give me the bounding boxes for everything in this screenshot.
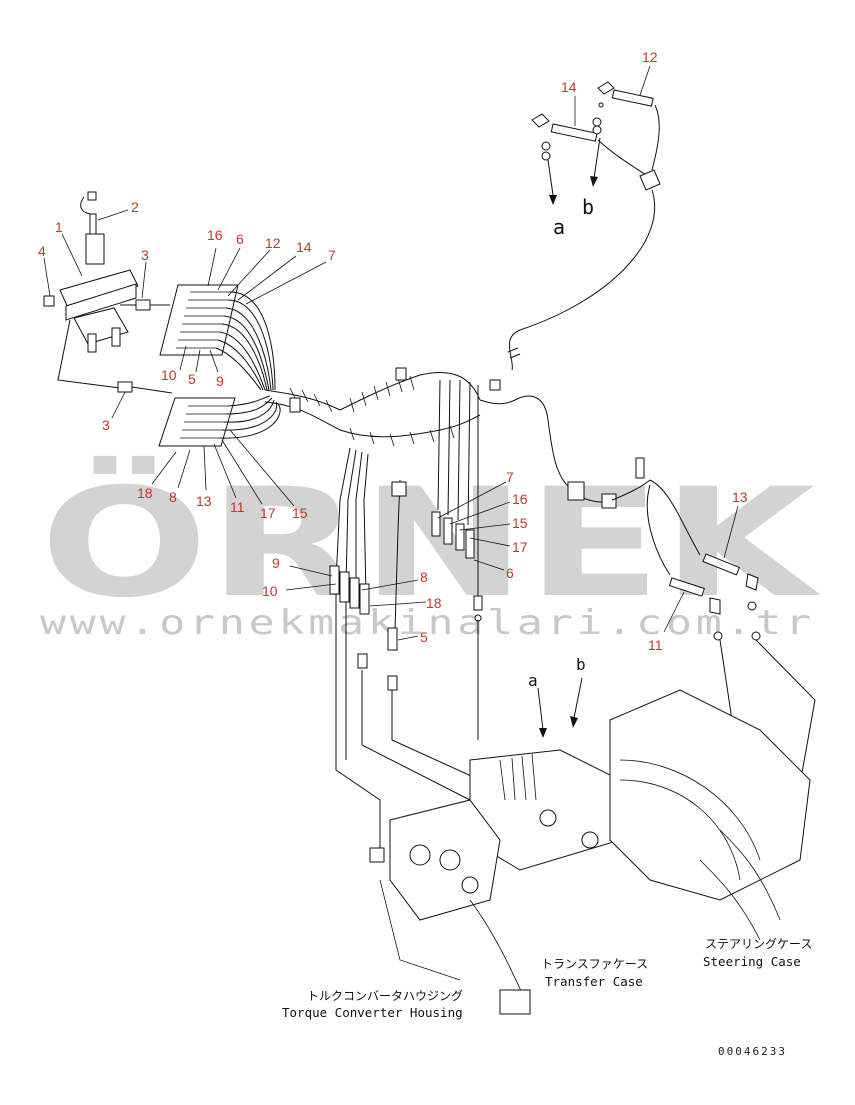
callout-7-upper: 7 [328, 247, 336, 263]
torque-converter-label-jp: トルクコンバータハウジング [307, 989, 463, 1003]
callout-17-mid: 17 [512, 539, 528, 555]
callout-14-upper: 14 [296, 239, 312, 255]
ref-b-bottom: b [576, 655, 586, 674]
callout-16-upper: 16 [207, 227, 223, 243]
callout-10-upper: 10 [161, 367, 177, 383]
callout-12-top: 12 [642, 49, 658, 65]
callout-4: 4 [38, 243, 46, 259]
ref-a-top: a [553, 215, 565, 239]
callout-6-upper: 6 [236, 231, 244, 247]
callout-13-right: 13 [732, 489, 748, 505]
callout-15-lower: 15 [292, 505, 308, 521]
ref-b-top: b [582, 195, 594, 219]
callout-11-lower: 11 [230, 499, 245, 515]
main-harness [264, 367, 571, 631]
callout-3-upper: 3 [141, 247, 149, 263]
callout-13-lower: 13 [196, 493, 212, 509]
reference-letters: a b a b [528, 195, 594, 690]
callout-12-upper: 12 [265, 235, 281, 251]
steering-case-label-en: Steering Case [703, 954, 801, 969]
callout-9-left: 9 [272, 555, 280, 571]
callout-14-top: 14 [561, 79, 577, 95]
lower-junction-plate [158, 395, 281, 447]
callout-17-lower: 17 [260, 505, 276, 521]
callout-8-lower: 8 [169, 489, 177, 505]
callout-8-left: 8 [420, 569, 428, 585]
callouts: 12 14 2 1 4 3 3 16 6 12 14 7 10 5 9 18 8… [38, 49, 748, 653]
watermark-url: www.ornekmakinalari.com.tr [40, 603, 815, 643]
callout-3-lower: 3 [102, 417, 110, 433]
callout-10-left: 10 [262, 583, 278, 599]
callout-9-upper: 9 [216, 373, 224, 389]
callout-15-mid: 15 [512, 515, 528, 531]
mid-fittings-cluster [431, 511, 483, 740]
document-number: 00046233 [718, 1045, 787, 1058]
callout-7-mid: 7 [506, 469, 514, 485]
callout-11-right: 11 [648, 637, 663, 653]
callout-2: 2 [131, 199, 139, 215]
top-hose-assembly [507, 81, 661, 371]
watermark-brand: ÖRNEK [40, 455, 821, 631]
steering-case-label-jp: ステアリングケース [705, 937, 812, 951]
callout-5-upper: 5 [188, 371, 196, 387]
machine-assembly [379, 677, 811, 1015]
transfer-case-label-jp: トランスファケース [541, 957, 648, 971]
callout-18-lower: 18 [137, 485, 153, 501]
callout-18-left: 18 [426, 595, 442, 611]
transfer-case-label-en: Transfer Case [545, 974, 643, 989]
watermark: ÖRNEK www.ornekmakinalari.com.tr [40, 455, 821, 643]
component-labels: ステアリングケース Steering Case トランスファケース Transf… [282, 937, 812, 1020]
callout-6-mid: 6 [506, 565, 514, 581]
leader-lines [43, 65, 739, 641]
callout-1: 1 [55, 219, 63, 235]
callout-16-mid: 16 [512, 491, 528, 507]
ref-a-bottom: a [528, 671, 538, 690]
upper-junction-plate [159, 284, 276, 391]
left-fittings-cluster [329, 565, 481, 863]
callout-5-left: 5 [420, 629, 428, 645]
left-valve-block [43, 191, 173, 394]
torque-converter-label-en: Torque Converter Housing [282, 1005, 463, 1020]
